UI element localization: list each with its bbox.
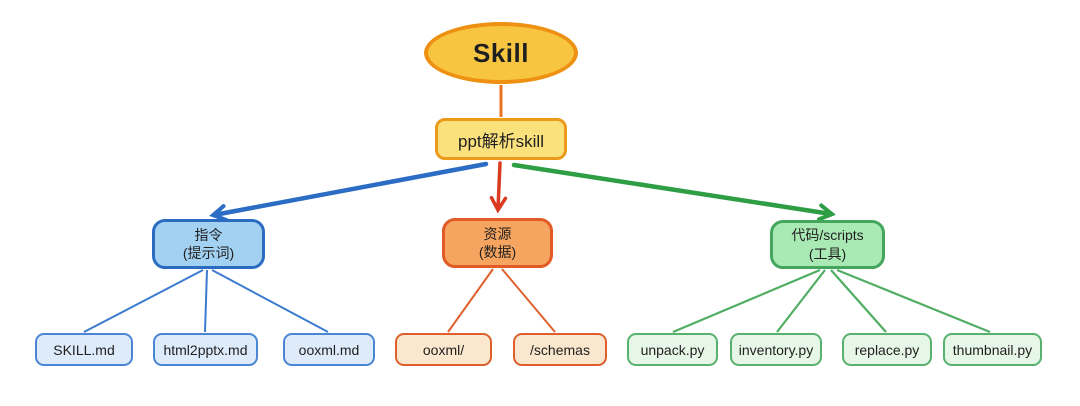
edge-scripts-thumbnail <box>836 268 991 334</box>
edge-scripts-inventory <box>776 269 826 333</box>
edge-subroot-scripts <box>511 162 836 222</box>
leaf-label: /schemas <box>530 341 590 358</box>
edge-instructions-html2pptx <box>204 269 208 333</box>
edge-subroot-instructions <box>209 161 489 222</box>
leaf-label: unpack.py <box>640 341 705 358</box>
branch-resources-subtitle: (数据) <box>478 244 517 260</box>
edge-instructions-ooxmlmd <box>211 269 329 333</box>
edge-resources-ooxmldir <box>447 268 494 333</box>
leaf-node-unpack-py: unpack.py <box>627 333 718 366</box>
branch-resources-title: 资源 <box>483 225 512 242</box>
leaf-node-skill-md: SKILL.md <box>35 333 133 366</box>
branch-node-scripts: 代码/scripts (工具) <box>770 220 885 269</box>
leaf-label: html2pptx.md <box>163 341 248 358</box>
subroot-node-ppt-skill: ppt解析skill <box>435 118 567 160</box>
edge-subroot-resources <box>489 161 508 214</box>
leaf-label: SKILL.md <box>53 341 115 358</box>
root-node-skill: Skill <box>424 22 578 84</box>
leaf-node-replace-py: replace.py <box>842 333 932 366</box>
branch-scripts-subtitle: (工具) <box>808 245 847 262</box>
leaf-label: ooxml.md <box>298 341 360 358</box>
leaf-node-thumbnail-py: thumbnail.py <box>943 333 1042 366</box>
leaf-node-ooxml-md: ooxml.md <box>283 333 375 366</box>
branch-node-instructions: 指令 (提示词) <box>152 219 265 269</box>
leaf-node-ooxml-dir: ooxml/ <box>395 333 492 366</box>
leaf-label: replace.py <box>854 341 920 358</box>
branch-instructions-subtitle: (提示词) <box>182 245 235 261</box>
root-node-label: Skill <box>473 37 529 68</box>
leaf-node-schemas-dir: /schemas <box>513 333 607 366</box>
branch-scripts-title: 代码/scripts <box>791 227 864 244</box>
branch-instructions-title: 指令 <box>194 226 223 243</box>
leaf-node-inventory-py: inventory.py <box>730 333 822 366</box>
edge-scripts-unpack <box>672 268 821 334</box>
leaf-label: ooxml/ <box>422 341 465 358</box>
leaf-node-html2pptx-md: html2pptx.md <box>153 333 258 366</box>
subroot-node-label: ppt解析skill <box>458 131 544 151</box>
leaf-label: thumbnail.py <box>952 341 1033 358</box>
leaf-label: inventory.py <box>738 341 814 358</box>
edge-instructions-skillmd <box>83 269 204 333</box>
branch-node-resources: 资源 (数据) <box>442 218 553 268</box>
edge-resources-schemas <box>501 268 556 333</box>
edge-scripts-replace <box>830 269 887 333</box>
